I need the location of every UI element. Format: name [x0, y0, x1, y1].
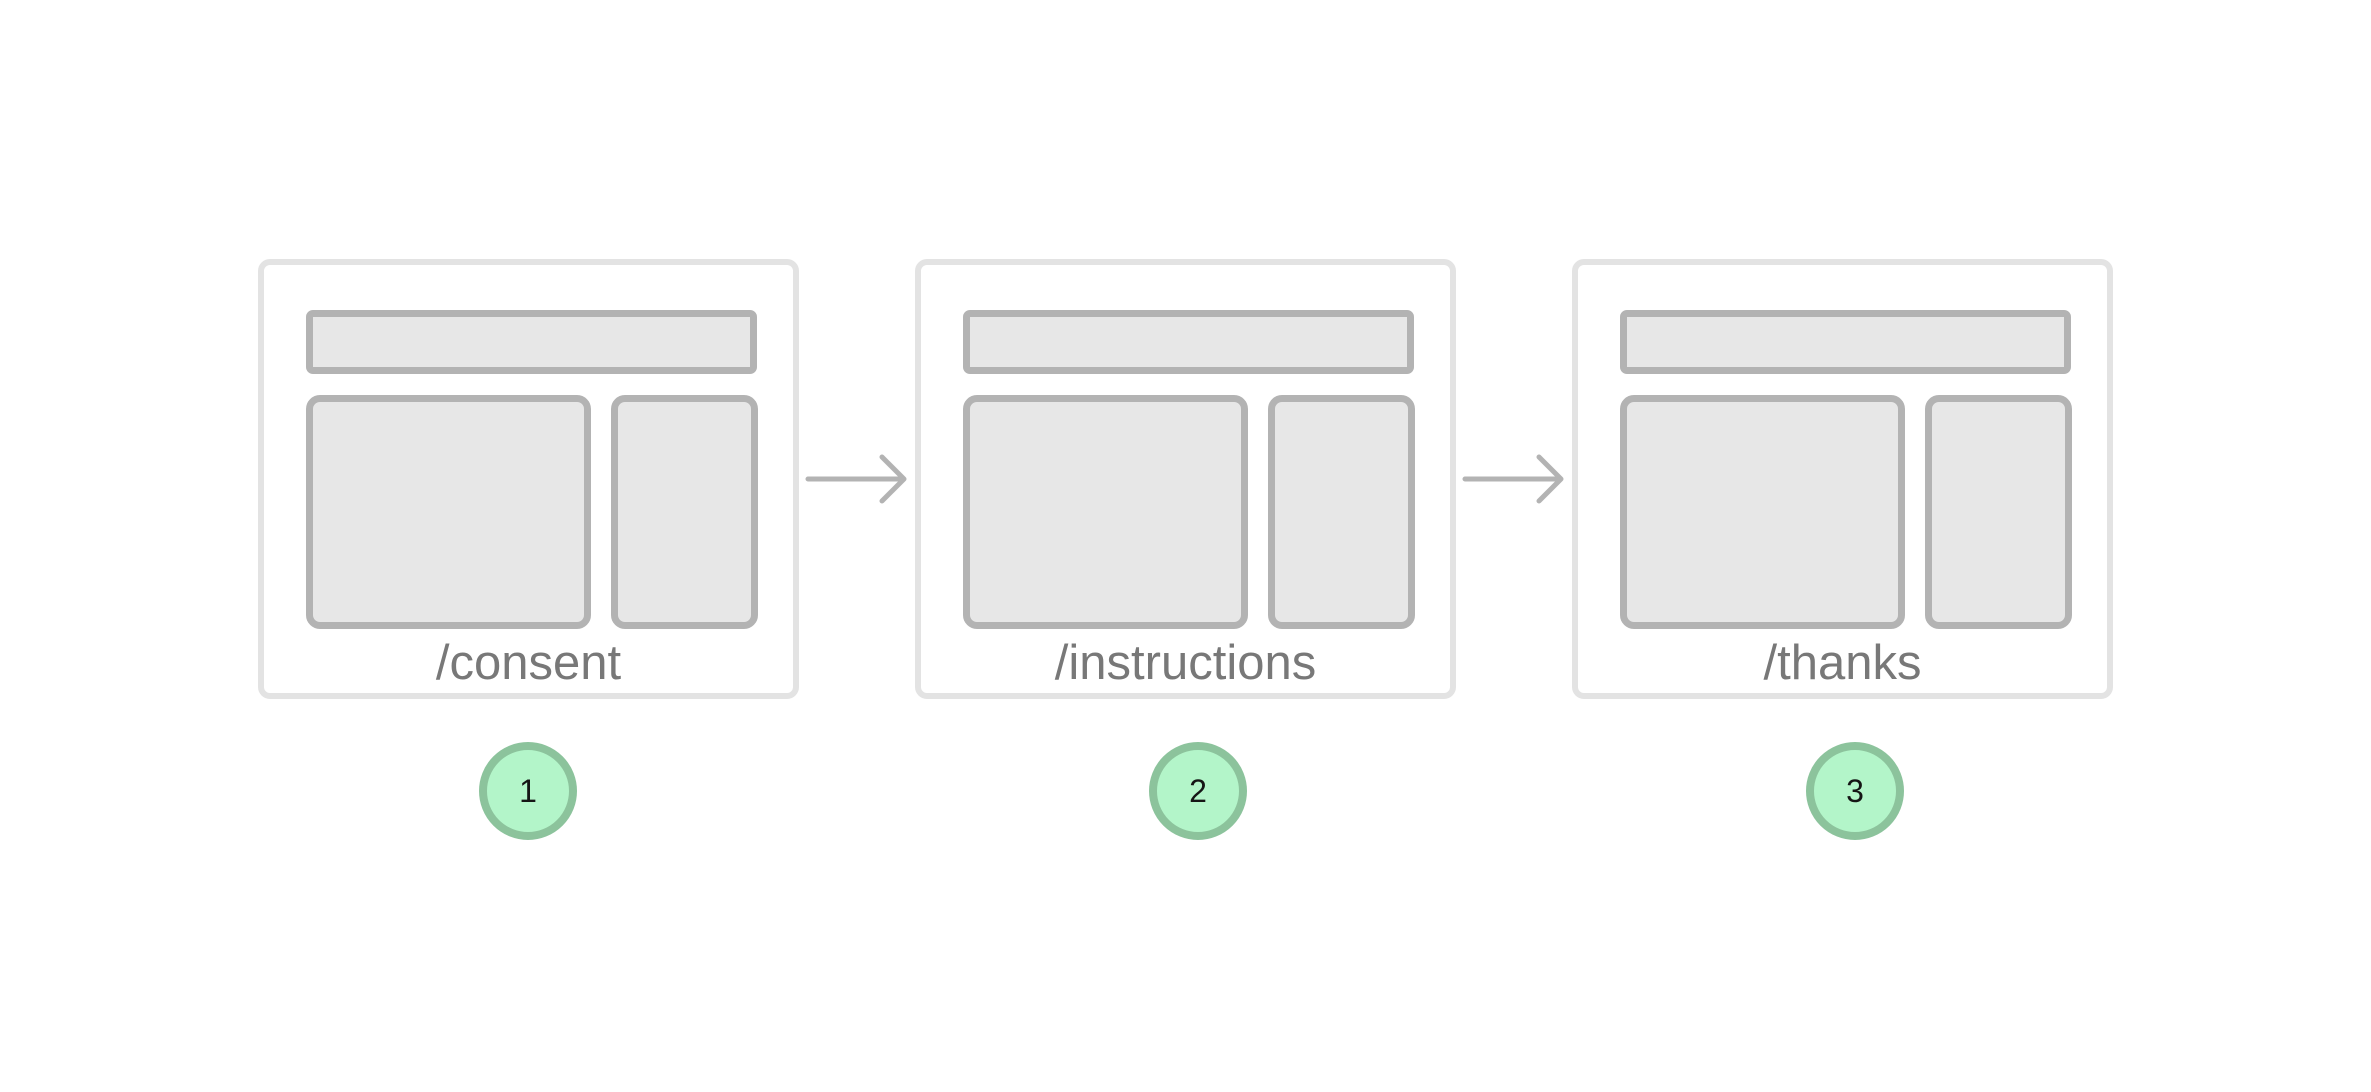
main-content-wireframe-block	[963, 395, 1248, 629]
arrow-right-icon	[1462, 454, 1564, 504]
header-wireframe-block	[1620, 310, 2071, 374]
route-label-consent: /consent	[435, 636, 622, 690]
route-label-thanks: /thanks	[1763, 636, 1922, 690]
page-card-instructions: /instructions	[915, 259, 1456, 699]
sidebar-wireframe-block	[1925, 395, 2072, 629]
header-wireframe-block	[306, 310, 757, 374]
header-wireframe-block	[963, 310, 1414, 374]
main-content-wireframe-block	[306, 395, 591, 629]
step-badge-3: 3	[1806, 742, 1904, 840]
page-card-consent: /consent	[258, 259, 799, 699]
step-badge-1: 1	[479, 742, 577, 840]
arrow-right-icon	[805, 454, 907, 504]
page-card-thanks: /thanks	[1572, 259, 2113, 699]
main-content-wireframe-block	[1620, 395, 1905, 629]
route-label-instructions: /instructions	[1054, 636, 1317, 690]
step-badge-2: 2	[1149, 742, 1247, 840]
sidebar-wireframe-block	[611, 395, 758, 629]
sidebar-wireframe-block	[1268, 395, 1415, 629]
